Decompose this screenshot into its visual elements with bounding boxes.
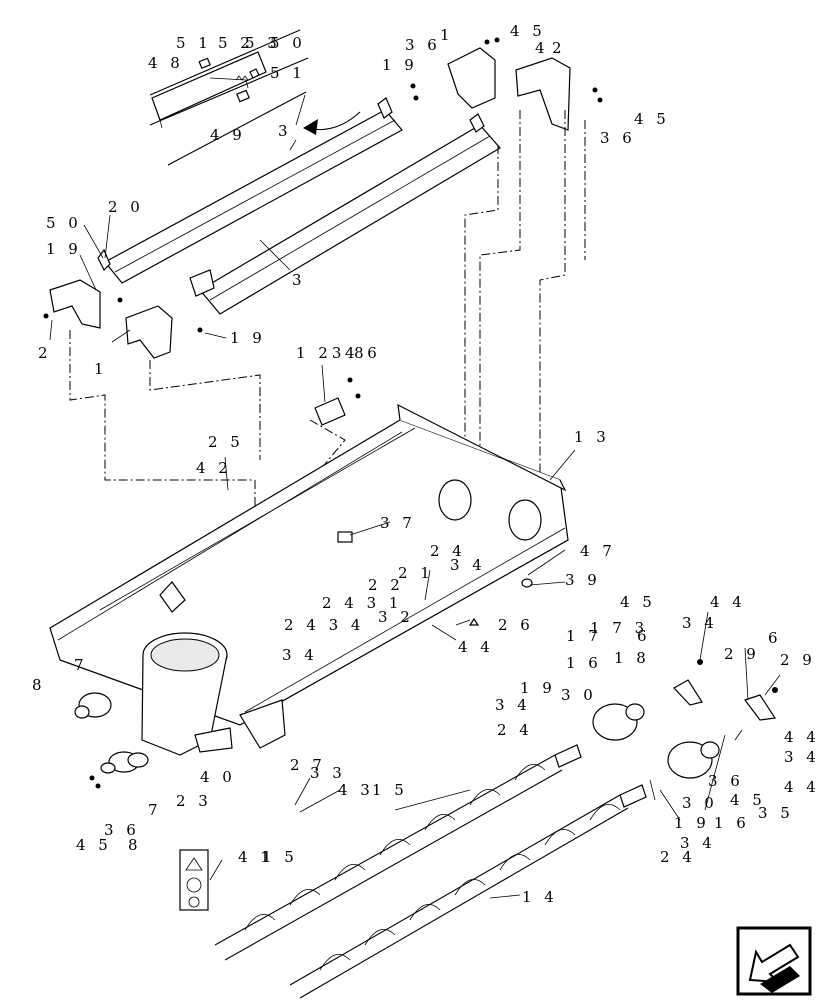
label-29: 2 9 bbox=[780, 651, 816, 669]
label-6: 6 bbox=[768, 629, 782, 647]
small-bracket bbox=[314, 377, 361, 426]
label-7: 7 bbox=[74, 656, 88, 674]
label-173: 1 7 3 bbox=[590, 619, 648, 637]
label-8: 8 bbox=[32, 676, 46, 694]
label-24: 2 4 bbox=[430, 542, 466, 560]
label-34: 3 4 bbox=[282, 646, 318, 664]
top-right-brackets bbox=[410, 37, 603, 131]
label-47: 4 7 bbox=[580, 542, 616, 560]
label-40: 4 0 bbox=[200, 768, 236, 786]
label-22: 2 2 bbox=[368, 576, 404, 594]
label-34: 3 4 bbox=[682, 614, 718, 632]
label-44: 4 4 bbox=[458, 638, 494, 656]
label-45: 4 5 bbox=[76, 836, 112, 854]
label-19: 1 9 bbox=[520, 679, 556, 697]
label-50: 5 0 bbox=[46, 214, 82, 232]
label-41: 4 1 bbox=[238, 848, 274, 866]
label-1238: 1 23 8 bbox=[296, 344, 368, 362]
label-44: 4 4 bbox=[784, 728, 816, 746]
label-26: 2 6 bbox=[498, 616, 534, 634]
label-42: 4 2 bbox=[196, 459, 232, 477]
label-24: 2 4 bbox=[497, 721, 533, 739]
label-39: 3 9 bbox=[565, 571, 601, 589]
label-21: 2 1 bbox=[398, 564, 434, 582]
label-3: 3 bbox=[292, 271, 306, 289]
label-49: 4 9 bbox=[210, 126, 246, 144]
label-15: 1 5 bbox=[262, 848, 298, 866]
callout-labels: 5 1 4 8 5 2 5 3 5 0 5 1 4 9 3 1 9 3 6 1 … bbox=[32, 22, 816, 906]
label-2431: 2 4 3 1 bbox=[322, 594, 402, 612]
label-25: 2 5 bbox=[208, 433, 244, 451]
label-27: 2 7 bbox=[290, 756, 326, 774]
label-51: 5 1 bbox=[176, 34, 212, 52]
label-14: 1 4 bbox=[522, 888, 558, 906]
label-19: 1 9 bbox=[230, 329, 266, 347]
label-36: 3 6 bbox=[708, 772, 744, 790]
assembly-arrow bbox=[303, 111, 361, 135]
inset-detail bbox=[149, 29, 309, 166]
label-32: 3 2 bbox=[378, 608, 414, 626]
label-34: 3 4 bbox=[784, 748, 816, 766]
label-18: 1 8 bbox=[614, 649, 650, 667]
label-34: 3 4 bbox=[680, 834, 716, 852]
left-bearings bbox=[74, 692, 149, 789]
right-end-hardware bbox=[592, 659, 778, 779]
label-45: 4 5 bbox=[510, 22, 546, 40]
label-48: 4 8 bbox=[148, 54, 184, 72]
label-53: 5 3 bbox=[245, 34, 281, 52]
upper-tube-assembly bbox=[97, 97, 501, 315]
label-2: 2 bbox=[38, 344, 52, 362]
warning-decal-icon bbox=[179, 849, 209, 911]
label-2434: 2 4 3 4 bbox=[284, 616, 364, 634]
label-52: 5 2 bbox=[218, 34, 254, 52]
label-30: 3 0 bbox=[682, 794, 718, 812]
leader-lines bbox=[49, 94, 781, 899]
label-17: 1 7 bbox=[566, 627, 602, 645]
label-30: 3 0 bbox=[561, 686, 597, 704]
small-parts bbox=[337, 531, 533, 626]
label-44: 4 4 bbox=[784, 778, 816, 796]
augers bbox=[214, 744, 647, 999]
label-8: 8 bbox=[128, 836, 142, 854]
label-29: 2 9 bbox=[724, 645, 760, 663]
label-34: 3 4 bbox=[495, 696, 531, 714]
label-19: 1 9 bbox=[382, 56, 418, 74]
label-36: 3 6 bbox=[600, 129, 636, 147]
label-35: 3 5 bbox=[758, 804, 794, 822]
label-16: 1 6 bbox=[714, 814, 750, 832]
label-13: 1 3 bbox=[574, 428, 610, 446]
label-6: 6 bbox=[637, 627, 651, 645]
label-1: 1 bbox=[440, 26, 454, 44]
label-19: 1 9 bbox=[674, 814, 710, 832]
label-20: 2 0 bbox=[108, 198, 144, 216]
previous-page-arrow-icon[interactable] bbox=[736, 926, 812, 996]
label-24: 2 4 bbox=[660, 848, 696, 866]
label-36: 3 6 bbox=[104, 821, 140, 839]
label-19: 1 9 bbox=[46, 240, 82, 258]
label-4: 4 bbox=[535, 39, 549, 57]
label-36: 3 6 bbox=[405, 36, 441, 54]
label-46: 4 6 bbox=[345, 344, 381, 362]
label-15: 1 5 bbox=[372, 781, 408, 799]
left-brackets bbox=[43, 279, 203, 359]
label-45: 4 5 bbox=[620, 593, 656, 611]
label-1: 1 bbox=[94, 360, 108, 378]
label-7: 7 bbox=[148, 801, 162, 819]
discharge-chute bbox=[141, 632, 286, 756]
label-44: 4 4 bbox=[710, 593, 746, 611]
auger-trough bbox=[49, 403, 569, 726]
label-45: 4 5 bbox=[634, 110, 670, 128]
label-3: 3 bbox=[278, 122, 292, 140]
label-23: 2 3 bbox=[176, 792, 212, 810]
label-43: 4 3 bbox=[338, 781, 374, 799]
label-45: 4 5 bbox=[730, 791, 766, 809]
label-33: 3 3 bbox=[310, 764, 346, 782]
label-34: 3 4 bbox=[450, 556, 486, 574]
label-51: 5 1 bbox=[270, 64, 306, 82]
label-37: 3 7 bbox=[380, 514, 416, 532]
label-50: 5 0 bbox=[270, 34, 306, 52]
label-2: 2 bbox=[552, 39, 566, 57]
label-16: 1 6 bbox=[566, 654, 602, 672]
